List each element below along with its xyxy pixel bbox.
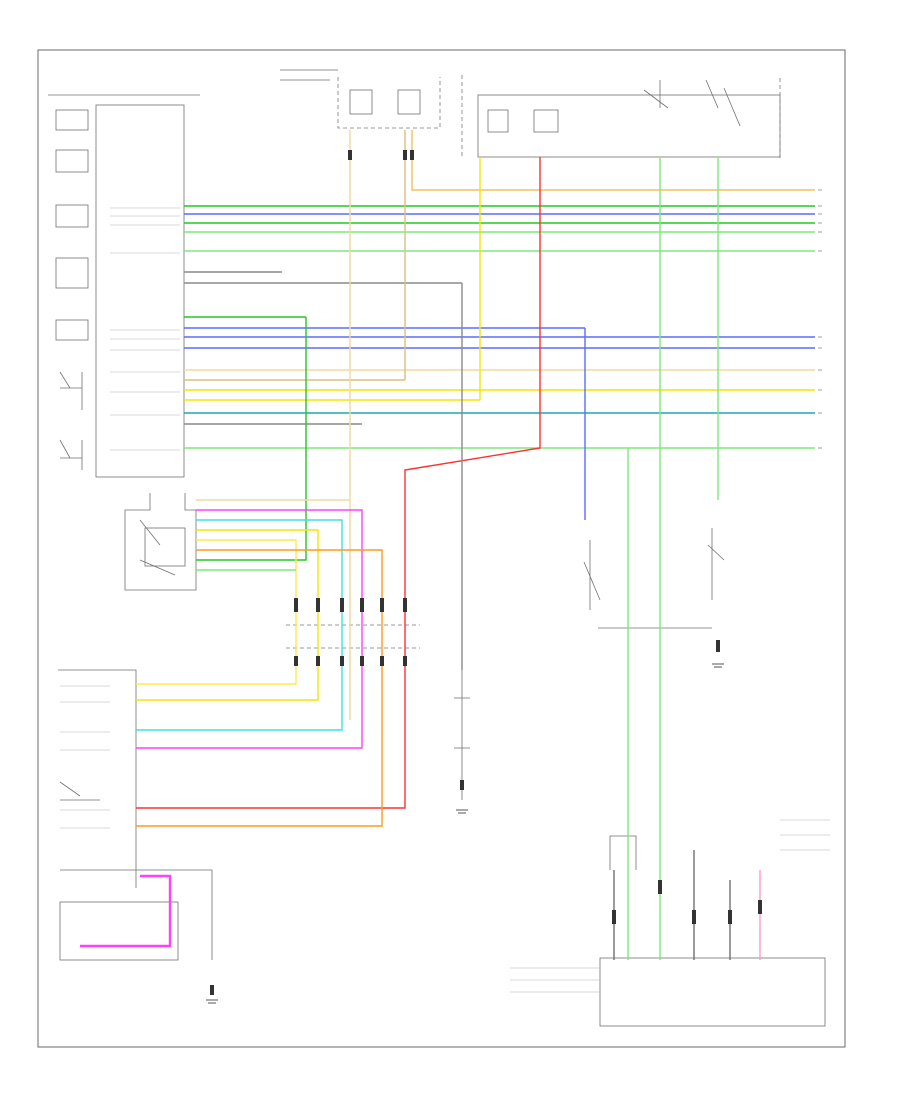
wire-yellow-mid-2 <box>136 539 297 685</box>
left-switch-3 <box>55 204 89 228</box>
wire-yellow-mid <box>136 529 319 701</box>
left-switch-2 <box>55 149 89 173</box>
wire-green-down <box>196 317 307 561</box>
left-switch-5 <box>55 319 89 341</box>
ground-symbols <box>206 663 724 1004</box>
wire-cyan <box>136 519 343 731</box>
left-switch-4 <box>55 257 89 289</box>
left-control-module <box>95 104 185 478</box>
wire-magenta <box>136 509 363 749</box>
connector-marks <box>210 150 762 995</box>
wire-yellow-riser <box>411 130 815 191</box>
wire-red-main <box>136 157 541 809</box>
wire-magenta-loop <box>80 874 172 948</box>
fine-print-marks <box>60 207 830 993</box>
left-switch-1 <box>55 109 89 131</box>
page-frame <box>37 49 846 1048</box>
wire-orange <box>136 549 383 827</box>
right-terminal-ticks <box>818 189 822 449</box>
component-outlines <box>48 69 826 1027</box>
harness-wires <box>80 130 815 960</box>
